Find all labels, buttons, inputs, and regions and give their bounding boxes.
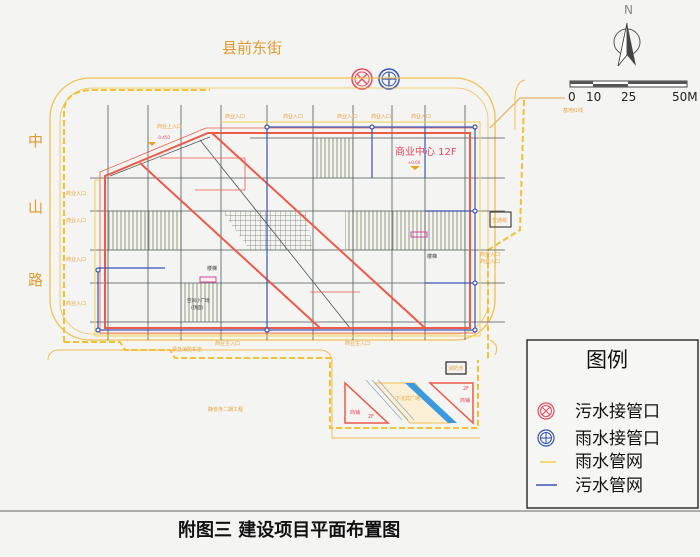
svg-text:10: 10	[586, 90, 601, 104]
hatch-area	[181, 283, 221, 322]
redline-leader	[489, 97, 565, 129]
pool-box	[445, 361, 467, 375]
entrance-labels: 商业入口 商业入口 商业入口 商业入口 商业入口 商业入口 商业入口 商业入口 …	[66, 113, 500, 347]
north-arrow-icon: N	[613, 3, 641, 67]
stair-1-label: 楼梯	[207, 265, 217, 272]
neighbor-label: 静安寺二期工程	[208, 406, 243, 413]
street-west-label-3: 路	[28, 271, 43, 289]
svg-text:商业入口: 商业入口	[371, 113, 391, 120]
traffic-core-box	[489, 211, 512, 228]
street-north-label: 县前东街	[222, 39, 282, 57]
sewage-network	[95, 124, 478, 333]
svg-text:商业主入口: 商业主入口	[345, 340, 370, 347]
sewage-outlet-icon	[351, 68, 373, 90]
svg-text:下沉式广场: 下沉式广场	[395, 395, 420, 402]
svg-text:2F: 2F	[463, 386, 469, 392]
svg-text:商业主入口: 商业主入口	[215, 340, 240, 347]
pool-label: 消防池	[448, 365, 463, 372]
svg-text:0: 0	[568, 90, 576, 104]
svg-text:50M: 50M	[672, 90, 698, 104]
svg-text:商业入口: 商业入口	[480, 258, 500, 265]
street-west-label-1: 中	[28, 132, 43, 150]
svg-text:商业入口: 商业入口	[225, 113, 245, 120]
svg-text:商业入口: 商业入口	[337, 113, 357, 120]
hatch-area	[313, 138, 353, 178]
legend-item-label: 雨水管网	[575, 452, 643, 472]
legend-item-label: 雨水接管口	[575, 429, 660, 449]
svg-text:商铺: 商铺	[350, 409, 360, 416]
fire-lane-label: 紧急消防车道	[172, 346, 202, 353]
street-west-label-2: 山	[28, 198, 43, 216]
svg-text:N: N	[624, 3, 633, 17]
traffic-core-label: 交通核	[492, 217, 507, 224]
svg-text:商业入口: 商业入口	[66, 300, 86, 307]
sewage-outlet-icon	[537, 402, 555, 420]
road-south	[47, 349, 480, 439]
legend-item-label: 污水接管口	[575, 402, 660, 422]
svg-text:25: 25	[621, 90, 636, 104]
upper-entrance-label: 商业上入口	[157, 123, 182, 130]
south-plaza: 下沉式广场 商铺 2F 商铺 2F	[344, 379, 474, 425]
legend-item-label: 污水管网	[575, 476, 643, 496]
svg-text:商业入口: 商业入口	[66, 190, 86, 197]
stair-2-label: 楼梯	[427, 253, 437, 260]
road-outline	[49, 77, 496, 341]
fire-lane-dashed	[63, 89, 525, 429]
hatch-area	[345, 211, 465, 250]
scale-bar: 0 10 25 50M	[568, 80, 698, 104]
legend-title: 图例	[586, 348, 628, 372]
svg-text:商业入口: 商业入口	[411, 113, 431, 120]
svg-text:商业入口: 商业入口	[283, 113, 303, 120]
main-building-label: 商业中心 12F	[395, 145, 457, 158]
elevation-mark: ±0.00	[408, 160, 421, 165]
upper-entrance-elev: -0.450	[157, 135, 170, 140]
stair-1-box	[199, 276, 217, 283]
legend: 图例 污水接管口 雨水接管口 雨水管网 污水管网	[526, 339, 699, 509]
stair-2-box	[410, 231, 428, 238]
svg-text:商业入口: 商业入口	[66, 217, 86, 224]
building-redline	[99, 127, 476, 334]
svg-text:2F: 2F	[368, 414, 374, 420]
svg-text:商业入口: 商业入口	[480, 251, 500, 258]
plaza-label: 空间小广场	[187, 297, 210, 304]
rainwater-outlet-icon	[378, 68, 400, 90]
plaza-sub-label: (顶面)	[191, 305, 204, 311]
svg-text:商业入口: 商业入口	[66, 256, 86, 263]
hatch-area	[108, 211, 183, 250]
redline-label: 基地红线	[563, 107, 583, 114]
svg-text:商铺: 商铺	[460, 397, 470, 404]
rainwater-outlet-icon	[537, 429, 555, 447]
caption: 附图三 建设项目平面布置图	[178, 519, 400, 541]
rainwater-network	[94, 121, 481, 337]
